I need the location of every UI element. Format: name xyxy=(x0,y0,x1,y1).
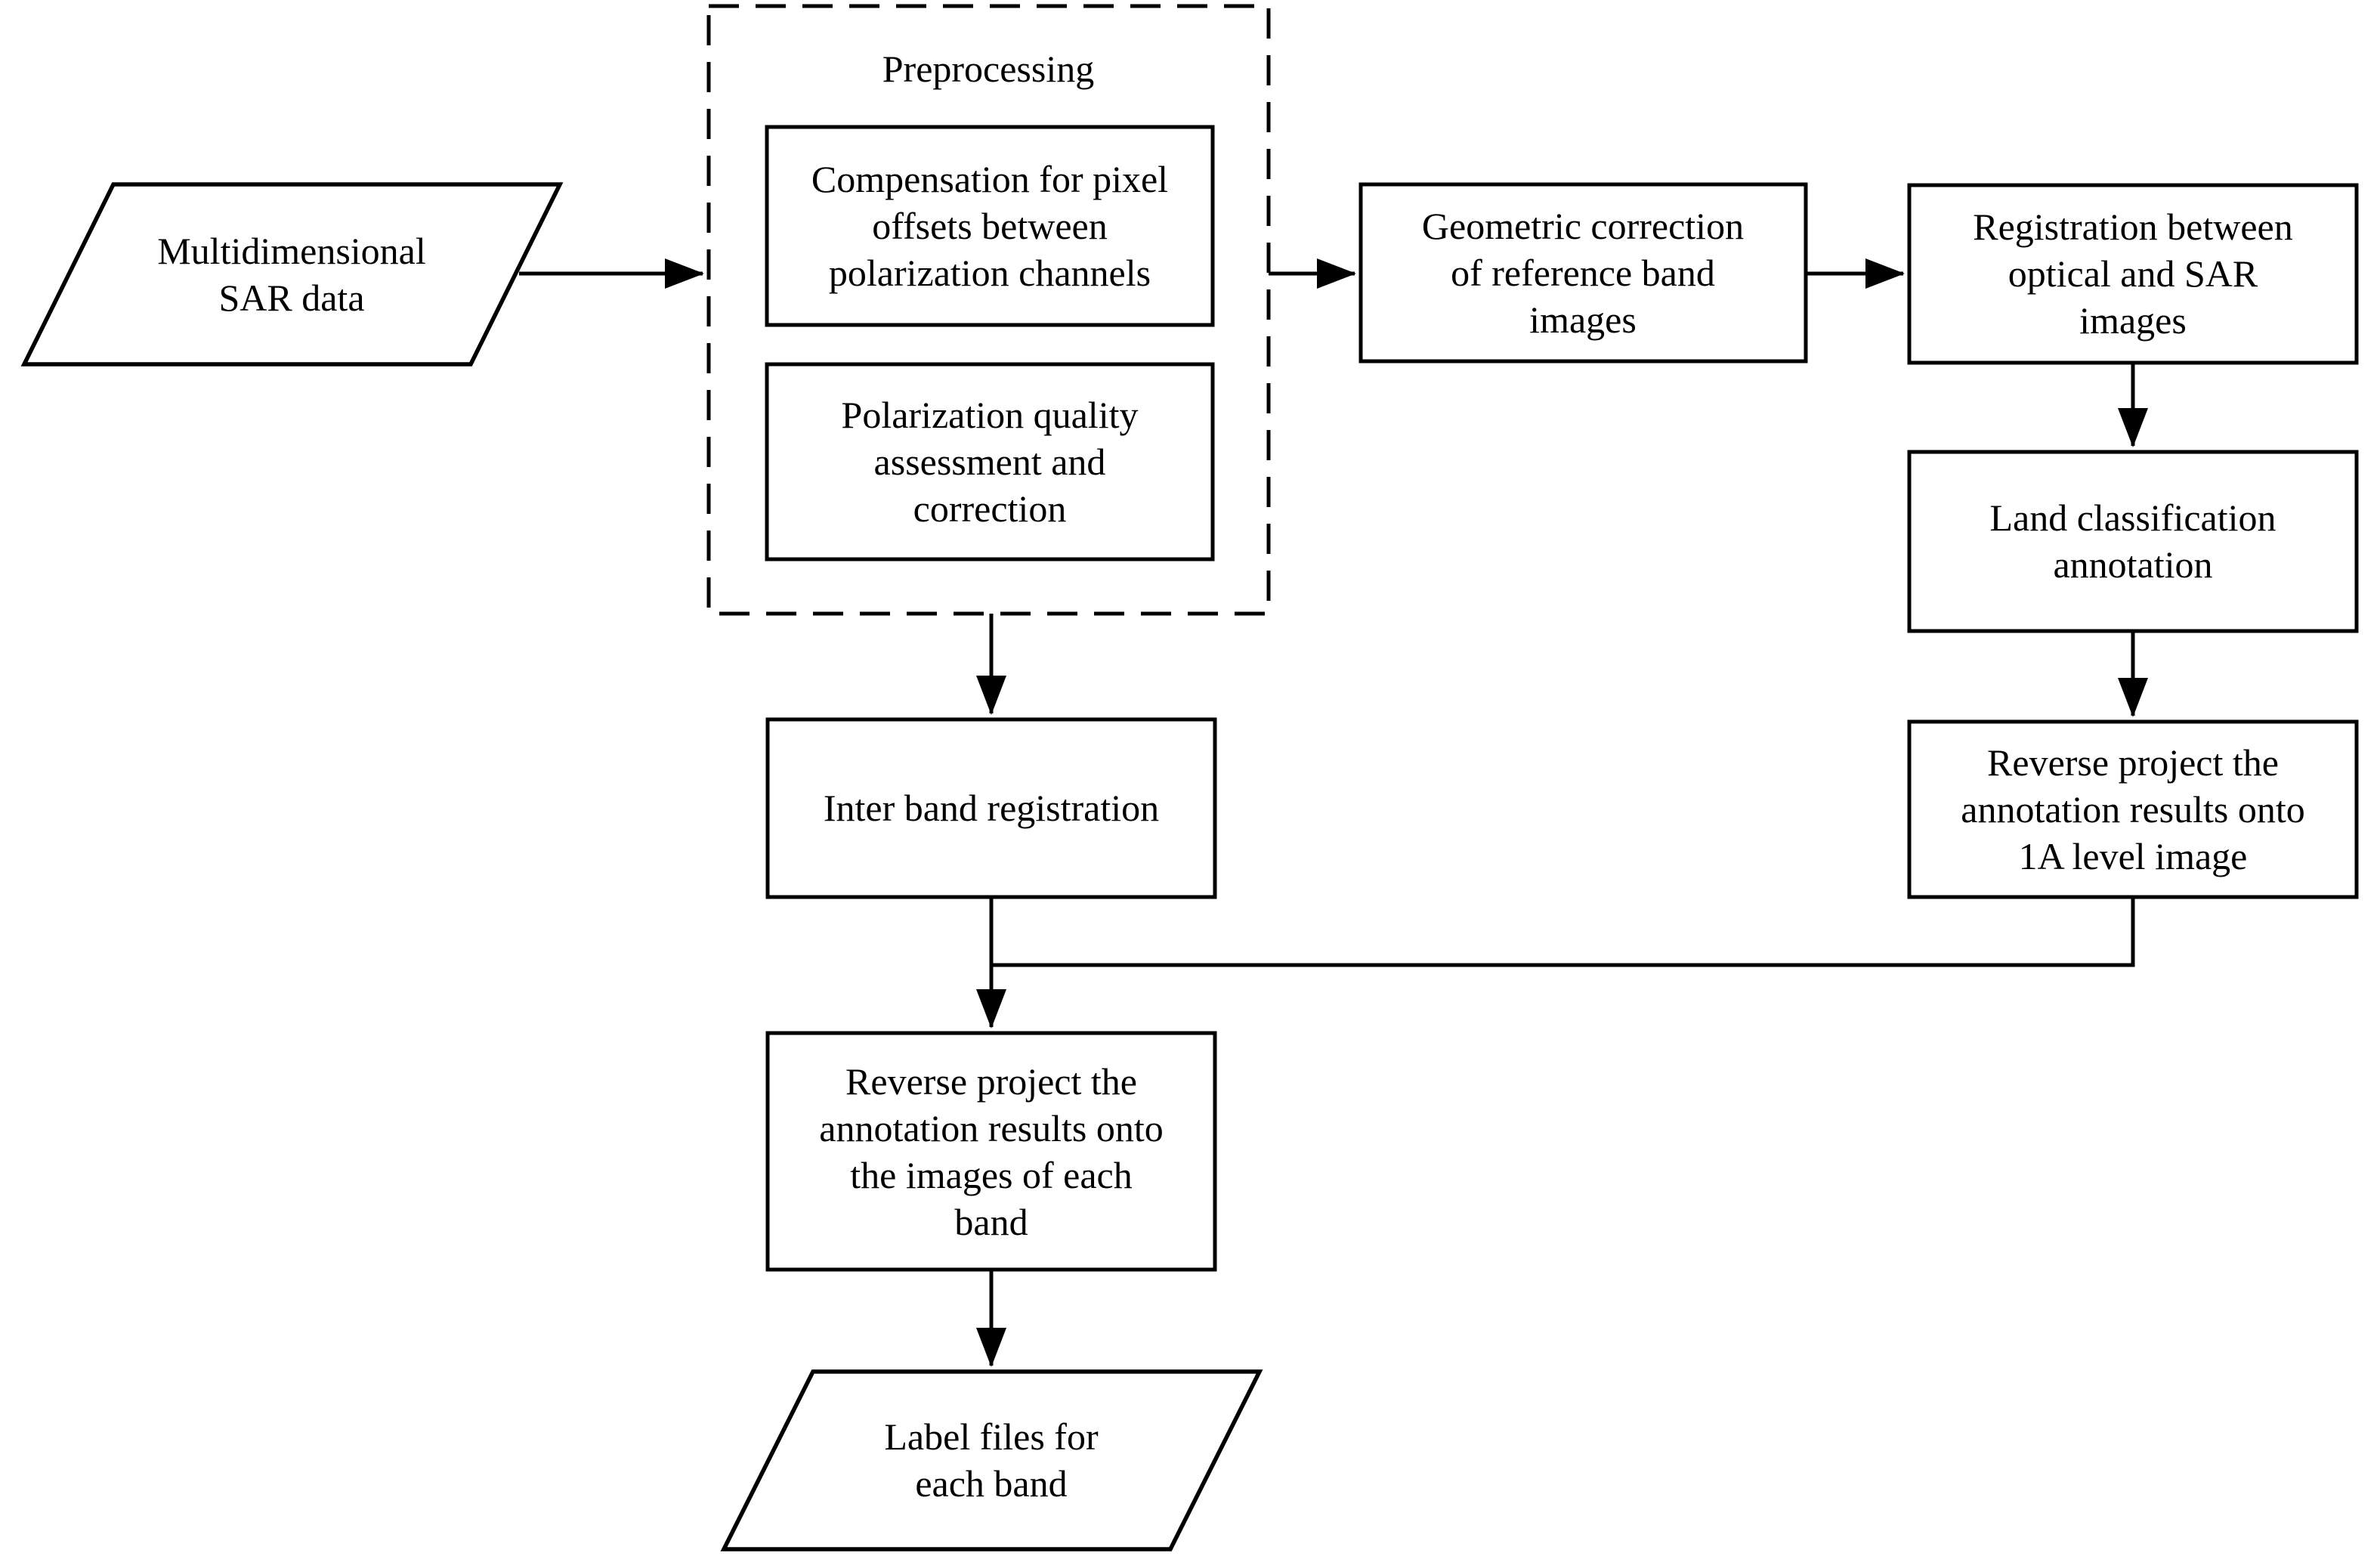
node-label-line: Reverse project the xyxy=(845,1060,1137,1103)
node-polarization-quality: Polarization quality assessment and corr… xyxy=(765,362,1215,561)
node-reverse-project-1a: Reverse project the annotation results o… xyxy=(1907,719,2359,899)
geometric-correction-box xyxy=(1358,182,1808,363)
compensation-box xyxy=(765,125,1215,327)
node-geometric-correction: Geometric correction of reference band i… xyxy=(1358,182,1808,363)
node-label-line: 1A level image xyxy=(2019,835,2248,877)
node-inter-band-registration: Inter band registration xyxy=(765,717,1217,899)
node-label-line: annotation results onto xyxy=(819,1107,1164,1149)
node-label-line: Label files for xyxy=(884,1415,1099,1458)
node-label-line: Registration between xyxy=(1973,206,2293,248)
reverse-project-bands-box xyxy=(765,1031,1217,1272)
node-label-line: correction xyxy=(913,487,1067,530)
sar-input-parallelogram xyxy=(20,182,564,367)
node-label-line: optical and SAR xyxy=(2008,252,2258,295)
node-label-line: Polarization quality xyxy=(842,394,1139,436)
registration-box xyxy=(1907,183,2359,365)
node-label-line: annotation xyxy=(2053,543,2212,586)
node-reverse-project-bands: Reverse project the annotation results o… xyxy=(765,1031,1217,1272)
node-label-line: images xyxy=(2079,299,2187,342)
node-label-line: assessment and xyxy=(874,441,1106,483)
node-label-line: images xyxy=(1529,299,1637,341)
inter-band-registration-box xyxy=(765,717,1217,899)
polarization-quality-box xyxy=(765,362,1215,561)
node-label-line: SAR data xyxy=(218,277,364,319)
edges xyxy=(519,258,2148,1367)
node-registration-optical-sar: Registration between optical and SAR ima… xyxy=(1907,183,2359,365)
land-classification-box xyxy=(1907,450,2359,633)
node-label-line: Compensation for pixel xyxy=(811,158,1168,200)
node-label-line: each band xyxy=(915,1462,1067,1505)
node-label-line: the images of each xyxy=(850,1154,1132,1196)
node-label-line: band xyxy=(954,1201,1028,1243)
node-label-line: annotation results onto xyxy=(1961,788,2305,831)
preprocessing-group: Preprocessing Compensation for pixel off… xyxy=(706,4,1271,616)
node-label-line: of reference band xyxy=(1451,252,1715,294)
preprocessing-title: Preprocessing xyxy=(882,48,1095,90)
node-sar-input: Multidimensional SAR data xyxy=(20,182,564,367)
node-label-files: Label files for each band xyxy=(720,1369,1263,1551)
node-land-classification: Land classification annotation xyxy=(1907,450,2359,633)
node-label-line: Land classification xyxy=(1989,496,2276,539)
node-label-line: polarization channels xyxy=(829,252,1151,294)
node-label-line: Geometric correction xyxy=(1422,205,1744,247)
node-label-line: offsets between xyxy=(872,205,1107,247)
node-label-line: Inter band registration xyxy=(824,787,1159,829)
label-files-parallelogram xyxy=(720,1369,1263,1551)
node-label-line: Multidimensional xyxy=(157,230,426,272)
reverse-project-1a-box xyxy=(1907,719,2359,899)
preprocessing-dashed-container xyxy=(706,4,1271,616)
node-compensation: Compensation for pixel offsets between p… xyxy=(765,125,1215,327)
node-label-line: Reverse project the xyxy=(1987,741,2279,784)
edge-reverse1a-to-junction xyxy=(991,897,2135,967)
